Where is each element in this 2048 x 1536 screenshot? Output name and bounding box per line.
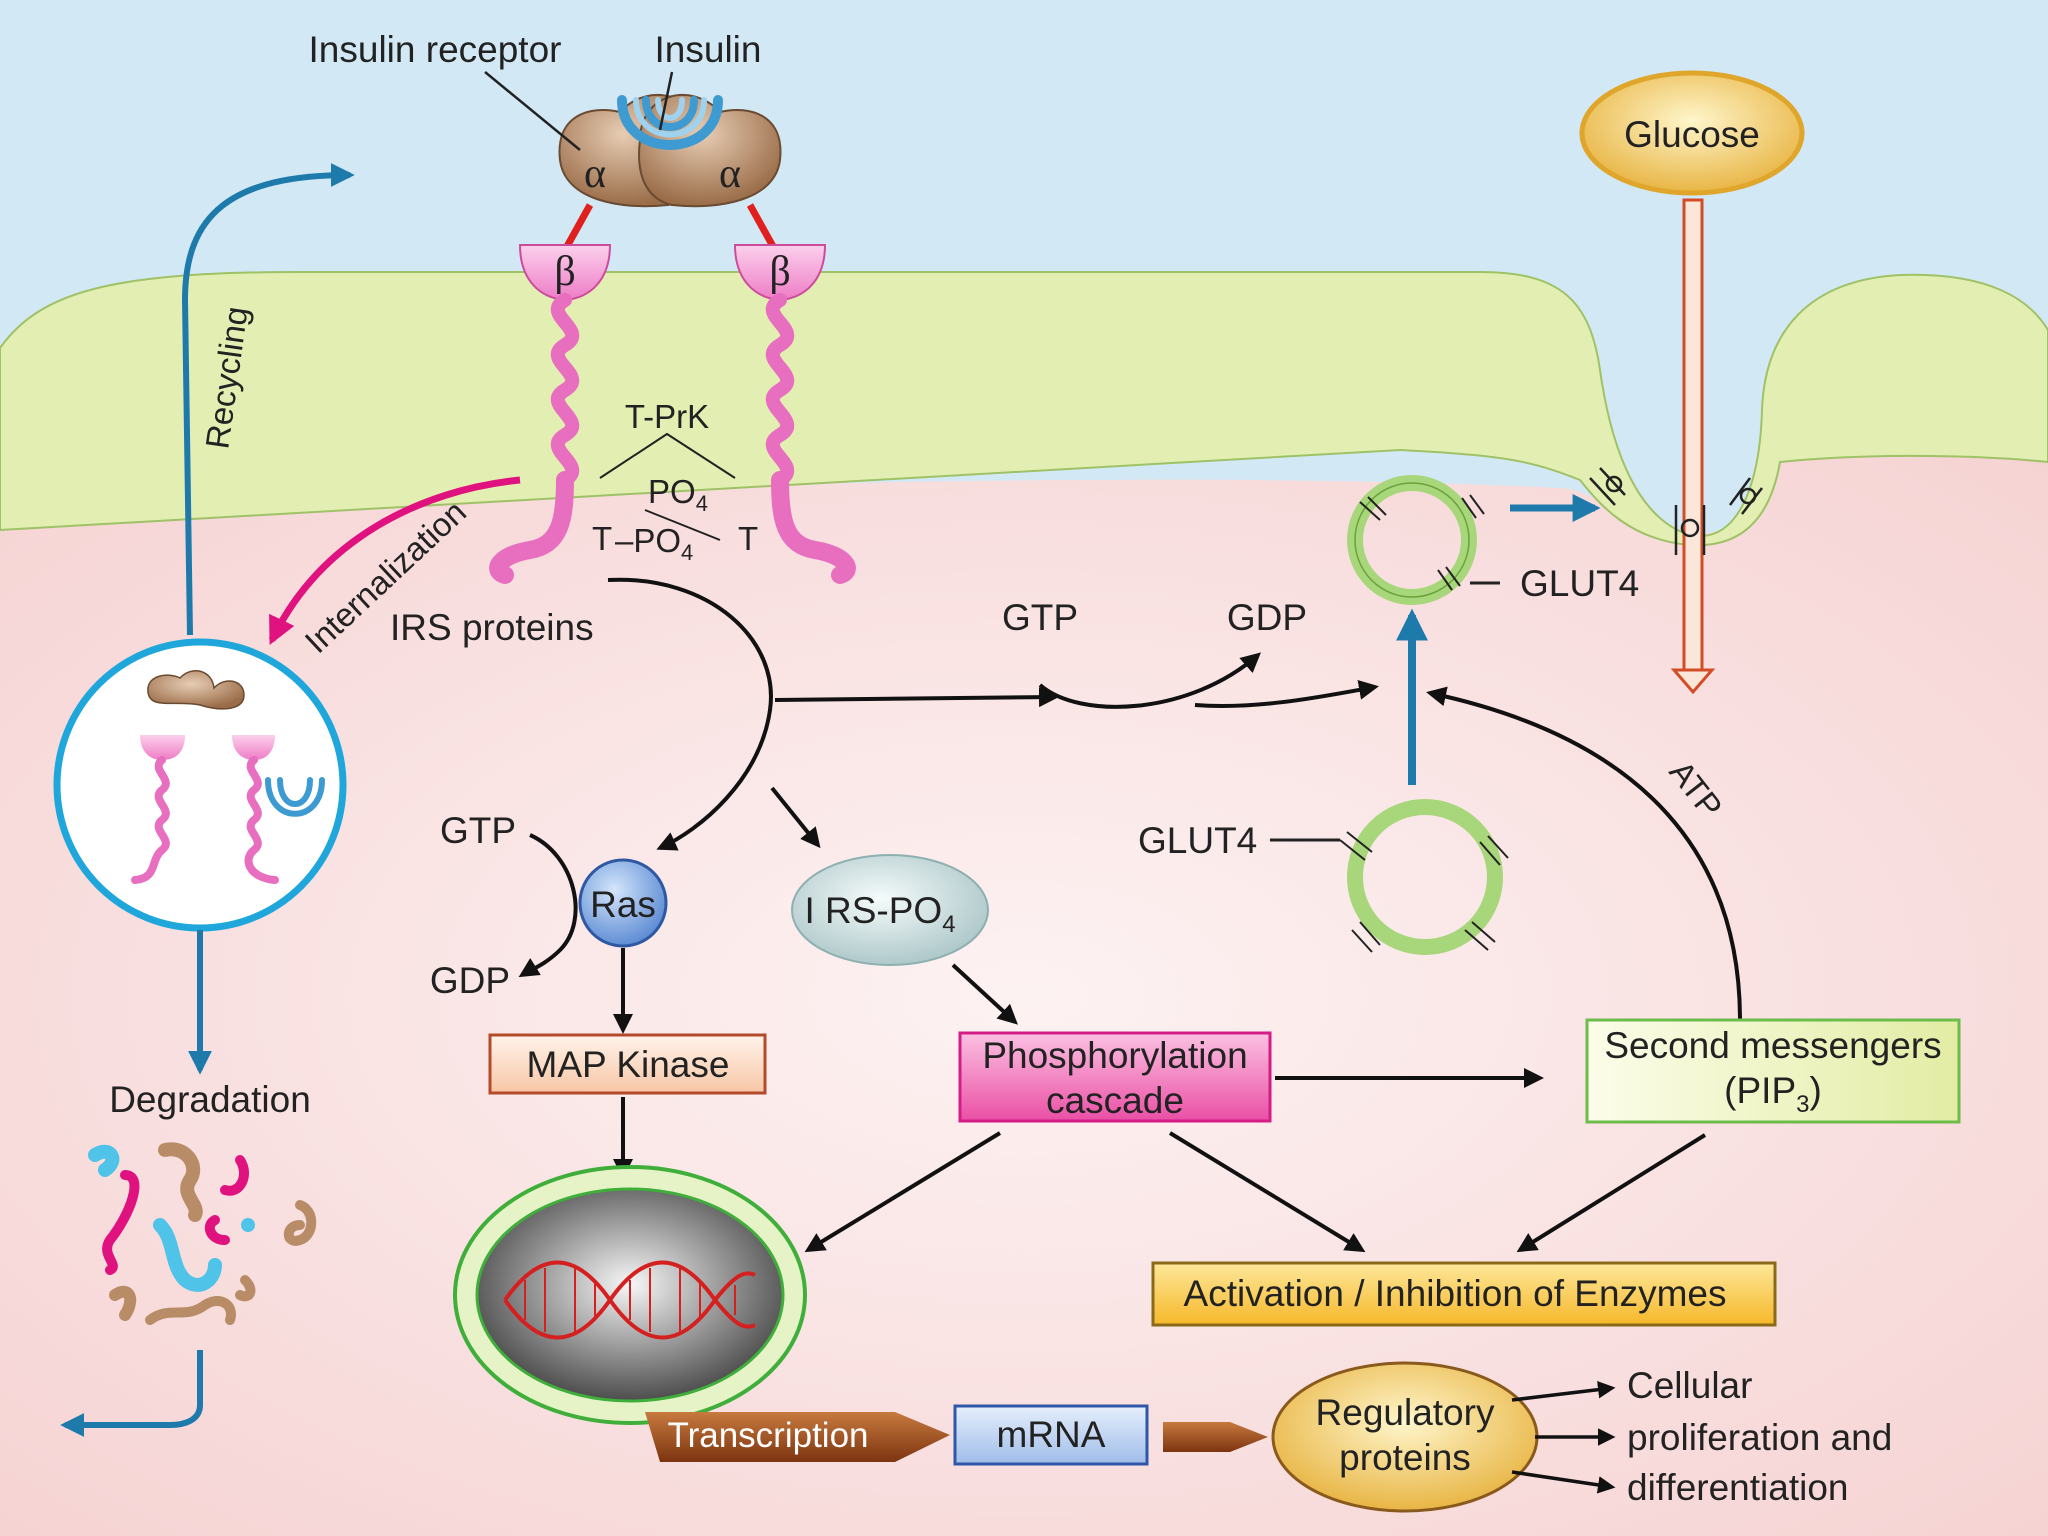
t-left-label: T xyxy=(592,520,612,557)
alpha-left-label: α xyxy=(584,151,606,197)
t-right-label: T xyxy=(738,520,758,557)
phosphorylation-cascade-box: Phosphorylation cascade xyxy=(958,1031,1272,1123)
glut4-top-label: GLUT4 xyxy=(1520,563,1639,604)
mrna-box: mRNA xyxy=(953,1404,1149,1466)
regulatory-line1: Regulatory xyxy=(1316,1392,1495,1433)
phosphorylation-line1: Phosphorylation xyxy=(982,1035,1247,1076)
insulin-receptor-label: Insulin receptor xyxy=(309,29,562,70)
po4-top-label: PO4 xyxy=(648,473,708,516)
transcription-label: Transcription xyxy=(668,1416,869,1455)
cell-membrane xyxy=(0,271,2048,547)
map-kinase-box: MAP Kinase xyxy=(488,1033,767,1095)
outcome-line1: Cellular xyxy=(1627,1365,1752,1406)
mrna-to-regulatory-arrow xyxy=(1163,1422,1268,1452)
insulin-molecule xyxy=(617,95,723,150)
glucose-label: Glucose xyxy=(1624,114,1760,155)
regulatory-proteins: Regulatory proteins xyxy=(1271,1361,1539,1513)
glut4-vesicle-bottom xyxy=(1339,799,1509,955)
glucose-ellipse xyxy=(1579,70,1805,196)
ras-node: Ras xyxy=(578,858,668,948)
transcription-arrow: Transcription xyxy=(645,1412,950,1462)
regulatory-line2: proteins xyxy=(1339,1437,1471,1478)
glut4-vesicle-top xyxy=(1347,475,1485,605)
beta-right-label: β xyxy=(769,249,790,295)
nucleus xyxy=(453,1165,807,1425)
endosome xyxy=(53,638,347,932)
activation-box: Activation / Inhibition of Enzymes xyxy=(1151,1261,1777,1327)
glut4-membrane-transporters xyxy=(1589,467,1763,555)
gdp-left-label: GDP xyxy=(430,960,510,1001)
transmembrane-helices xyxy=(550,293,795,487)
insulin-receptor: α α β β T-PrK PO4 T xyxy=(489,94,856,584)
alpha-right-label: α xyxy=(719,151,741,197)
dna-helix xyxy=(503,1260,756,1340)
irs-po4-label: I RS-PO4 xyxy=(804,890,955,938)
degradation-fragments xyxy=(88,1142,317,1325)
second-messengers-box: Second messengers (PIP3) xyxy=(1585,1018,1961,1124)
irs-proteins-label: IRS proteins xyxy=(390,607,594,648)
degradation-label: Degradation xyxy=(109,1079,311,1120)
gtp-top-label: GTP xyxy=(1002,597,1078,638)
map-kinase-label: MAP Kinase xyxy=(527,1044,730,1085)
glucose-transport-arrow xyxy=(1670,198,1716,695)
phosphorylation-line2: cascade xyxy=(1046,1080,1184,1121)
gtp-left-label: GTP xyxy=(440,810,516,851)
insulin-label: Insulin xyxy=(655,29,762,70)
mrna-label: mRNA xyxy=(997,1414,1106,1455)
gdp-top-label: GDP xyxy=(1227,597,1307,638)
irs-po4-node: I RS-PO4 xyxy=(791,854,989,966)
ras-label: Ras xyxy=(590,884,656,925)
outcome-line3: differentiation xyxy=(1627,1467,1848,1508)
tprk-label: T-PrK xyxy=(625,398,709,435)
beta-left-label: β xyxy=(554,249,575,295)
glut4-bottom-label: GLUT4 xyxy=(1138,820,1257,861)
po4-bottom-label: –PO4 xyxy=(615,522,693,565)
activation-label: Activation / Inhibition of Enzymes xyxy=(1184,1273,1727,1314)
second-messengers-line2: (PIP3) xyxy=(1724,1070,1822,1118)
glucose-group: Glucose xyxy=(1579,70,1805,695)
outcome-line2: proliferation and xyxy=(1627,1417,1892,1458)
second-messengers-line1: Second messengers xyxy=(1604,1025,1941,1066)
